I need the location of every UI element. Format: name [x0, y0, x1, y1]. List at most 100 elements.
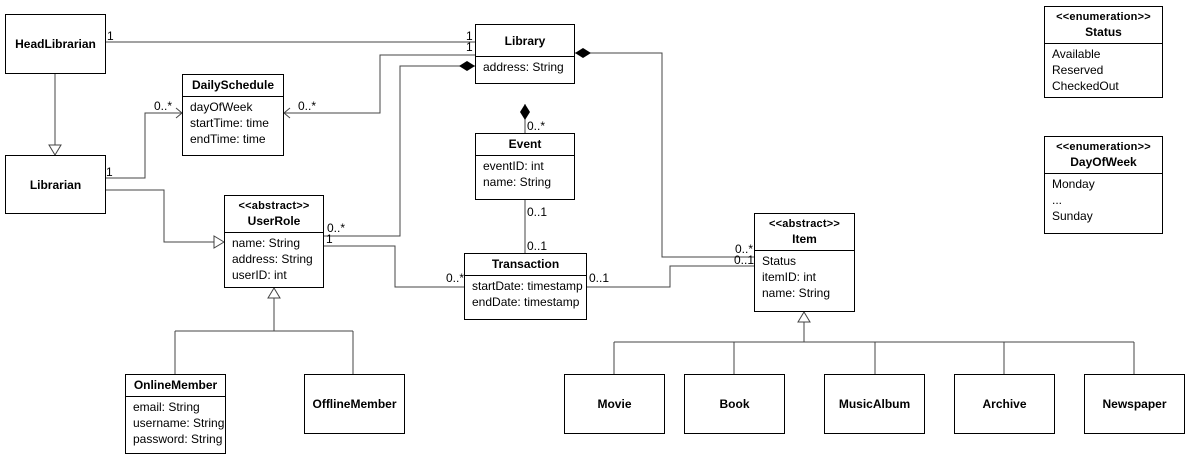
assoc-library-dailyschedule: [284, 54, 475, 114]
class-name: MusicAlbum: [838, 397, 911, 411]
attribute-list: startDate: timestamp endDate: timestamp: [465, 275, 586, 313]
attribute: email: String: [133, 400, 200, 414]
enum-literal: ...: [1052, 193, 1063, 207]
stereotype: <<abstract>>: [238, 200, 310, 212]
enum-name: DayOfWeek: [1070, 155, 1137, 169]
attribute: password: String: [133, 432, 223, 446]
generalization-librarian-userrole: [106, 189, 214, 243]
class-archive[interactable]: Archive: [954, 374, 1055, 434]
attribute: eventID: int: [483, 159, 544, 173]
class-onlinemember[interactable]: OnlineMember email: String username: Str…: [125, 374, 226, 454]
literal-list: Available Reserved CheckedOut: [1045, 43, 1162, 97]
multiplicity-label: 0..*: [154, 99, 173, 113]
class-name: Movie: [597, 397, 632, 411]
class-dailyschedule[interactable]: DailySchedule dayOfWeek startTime: time …: [182, 74, 284, 156]
class-newspaper[interactable]: Newspaper: [1084, 374, 1185, 434]
stereotype: <<abstract>>: [769, 218, 840, 230]
attribute-list: dayOfWeek startTime: time endTime: time: [183, 96, 283, 150]
multiplicity-label: 0..1: [734, 253, 755, 267]
enum-literal: CheckedOut: [1052, 79, 1119, 93]
multiplicity-label: 1: [466, 29, 473, 43]
attribute: endTime: time: [190, 132, 266, 146]
class-header: <<abstract>> Item: [755, 214, 854, 250]
class-item[interactable]: <<abstract>> Item Status itemID: int nam…: [754, 213, 855, 312]
multiplicity-label: 0..1: [527, 239, 548, 253]
class-name: Event: [508, 137, 542, 151]
attribute: name: String: [232, 236, 301, 250]
stereotype: <<enumeration>>: [1056, 11, 1151, 23]
class-userrole[interactable]: <<abstract>> UserRole name: String addre…: [224, 195, 324, 288]
enum-status[interactable]: <<enumeration>> Status Available Reserve…: [1044, 6, 1163, 98]
class-event[interactable]: Event eventID: int name: String: [475, 133, 575, 200]
attribute-list: Status itemID: int name: String: [755, 250, 854, 304]
enum-dayofweek[interactable]: <<enumeration>> DayOfWeek Monday ... Sun…: [1044, 136, 1163, 234]
attribute: startTime: time: [190, 116, 269, 130]
class-musicalbum[interactable]: MusicAlbum: [824, 374, 925, 434]
multiplicity-label: 0..1: [527, 205, 548, 219]
attribute-list: eventID: int name: String: [476, 155, 574, 193]
attribute: dayOfWeek: [190, 100, 253, 114]
class-name: Transaction: [491, 257, 560, 271]
generalization-arrowhead: [797, 311, 811, 323]
attribute: Status: [762, 254, 797, 268]
multiplicity-label: 1: [107, 29, 114, 43]
class-library[interactable]: Library address: String: [475, 24, 575, 84]
generalization-arrowhead: [267, 287, 281, 299]
multiplicity-label: 0..*: [446, 271, 465, 285]
attribute: username: String: [133, 416, 225, 430]
arrowhead: [283, 107, 291, 119]
class-header: <<abstract>> UserRole: [225, 196, 323, 232]
attribute: startDate: timestamp: [472, 279, 583, 293]
class-offlinemember[interactable]: OfflineMember: [304, 374, 405, 434]
enum-literal: Reserved: [1052, 63, 1104, 77]
attribute: address: String: [483, 60, 564, 74]
attribute: itemID: int: [762, 270, 817, 284]
class-movie[interactable]: Movie: [564, 374, 665, 434]
class-name: DailySchedule: [191, 78, 275, 92]
class-librarian[interactable]: Librarian: [5, 155, 106, 214]
enum-header: <<enumeration>> Status: [1045, 7, 1162, 43]
class-name: Library: [504, 34, 546, 48]
class-transaction[interactable]: Transaction startDate: timestamp endDate…: [464, 253, 587, 320]
assoc-librarian-dailyschedule: [106, 112, 182, 179]
class-headlibrarian[interactable]: HeadLibrarian: [5, 14, 106, 74]
attribute: address: String: [232, 252, 313, 266]
enum-name: Status: [1085, 25, 1122, 39]
multiplicity-label: 0..*: [298, 99, 317, 113]
class-name: OfflineMember: [312, 397, 397, 411]
class-name: UserRole: [247, 214, 301, 228]
multiplicity-label: 0..1: [589, 271, 610, 285]
generalization-arrowhead: [48, 144, 62, 156]
enum-header: <<enumeration>> DayOfWeek: [1045, 137, 1162, 173]
enum-literal: Monday: [1052, 177, 1095, 191]
attribute: userID: int: [232, 268, 287, 282]
attribute: name: String: [483, 175, 552, 189]
literal-list: Monday ... Sunday: [1045, 173, 1162, 227]
multiplicity-label: 1: [326, 232, 333, 246]
class-name: Newspaper: [1102, 397, 1167, 411]
stereotype: <<enumeration>>: [1056, 141, 1151, 153]
assoc-userrole-transaction: [324, 245, 464, 288]
enum-literal: Sunday: [1052, 209, 1093, 223]
attribute-list: name: String address: String userID: int: [225, 232, 323, 286]
class-name: Book: [719, 397, 750, 411]
class-book[interactable]: Book: [684, 374, 785, 434]
attribute-list: email: String username: String password:…: [126, 396, 225, 450]
multiplicity-label: 1: [466, 40, 473, 54]
generalization-arrowhead: [213, 235, 225, 249]
multiplicity-label: 0..*: [527, 119, 546, 133]
multiplicity-label: 0..*: [735, 242, 754, 256]
enum-literal: Available: [1052, 47, 1101, 61]
composition-library-item: [575, 48, 754, 258]
class-name: OnlineMember: [133, 378, 218, 392]
attribute: endDate: timestamp: [472, 295, 580, 309]
class-name: Librarian: [29, 177, 82, 192]
multiplicity-label: 0..*: [327, 221, 346, 235]
class-name: HeadLibrarian: [15, 37, 96, 51]
assoc-transaction-item: [587, 265, 754, 288]
attribute: name: String: [762, 286, 831, 300]
attribute-list: address: String: [476, 56, 574, 78]
composition-library-userrole: [324, 61, 475, 237]
class-name: Item: [792, 232, 817, 246]
